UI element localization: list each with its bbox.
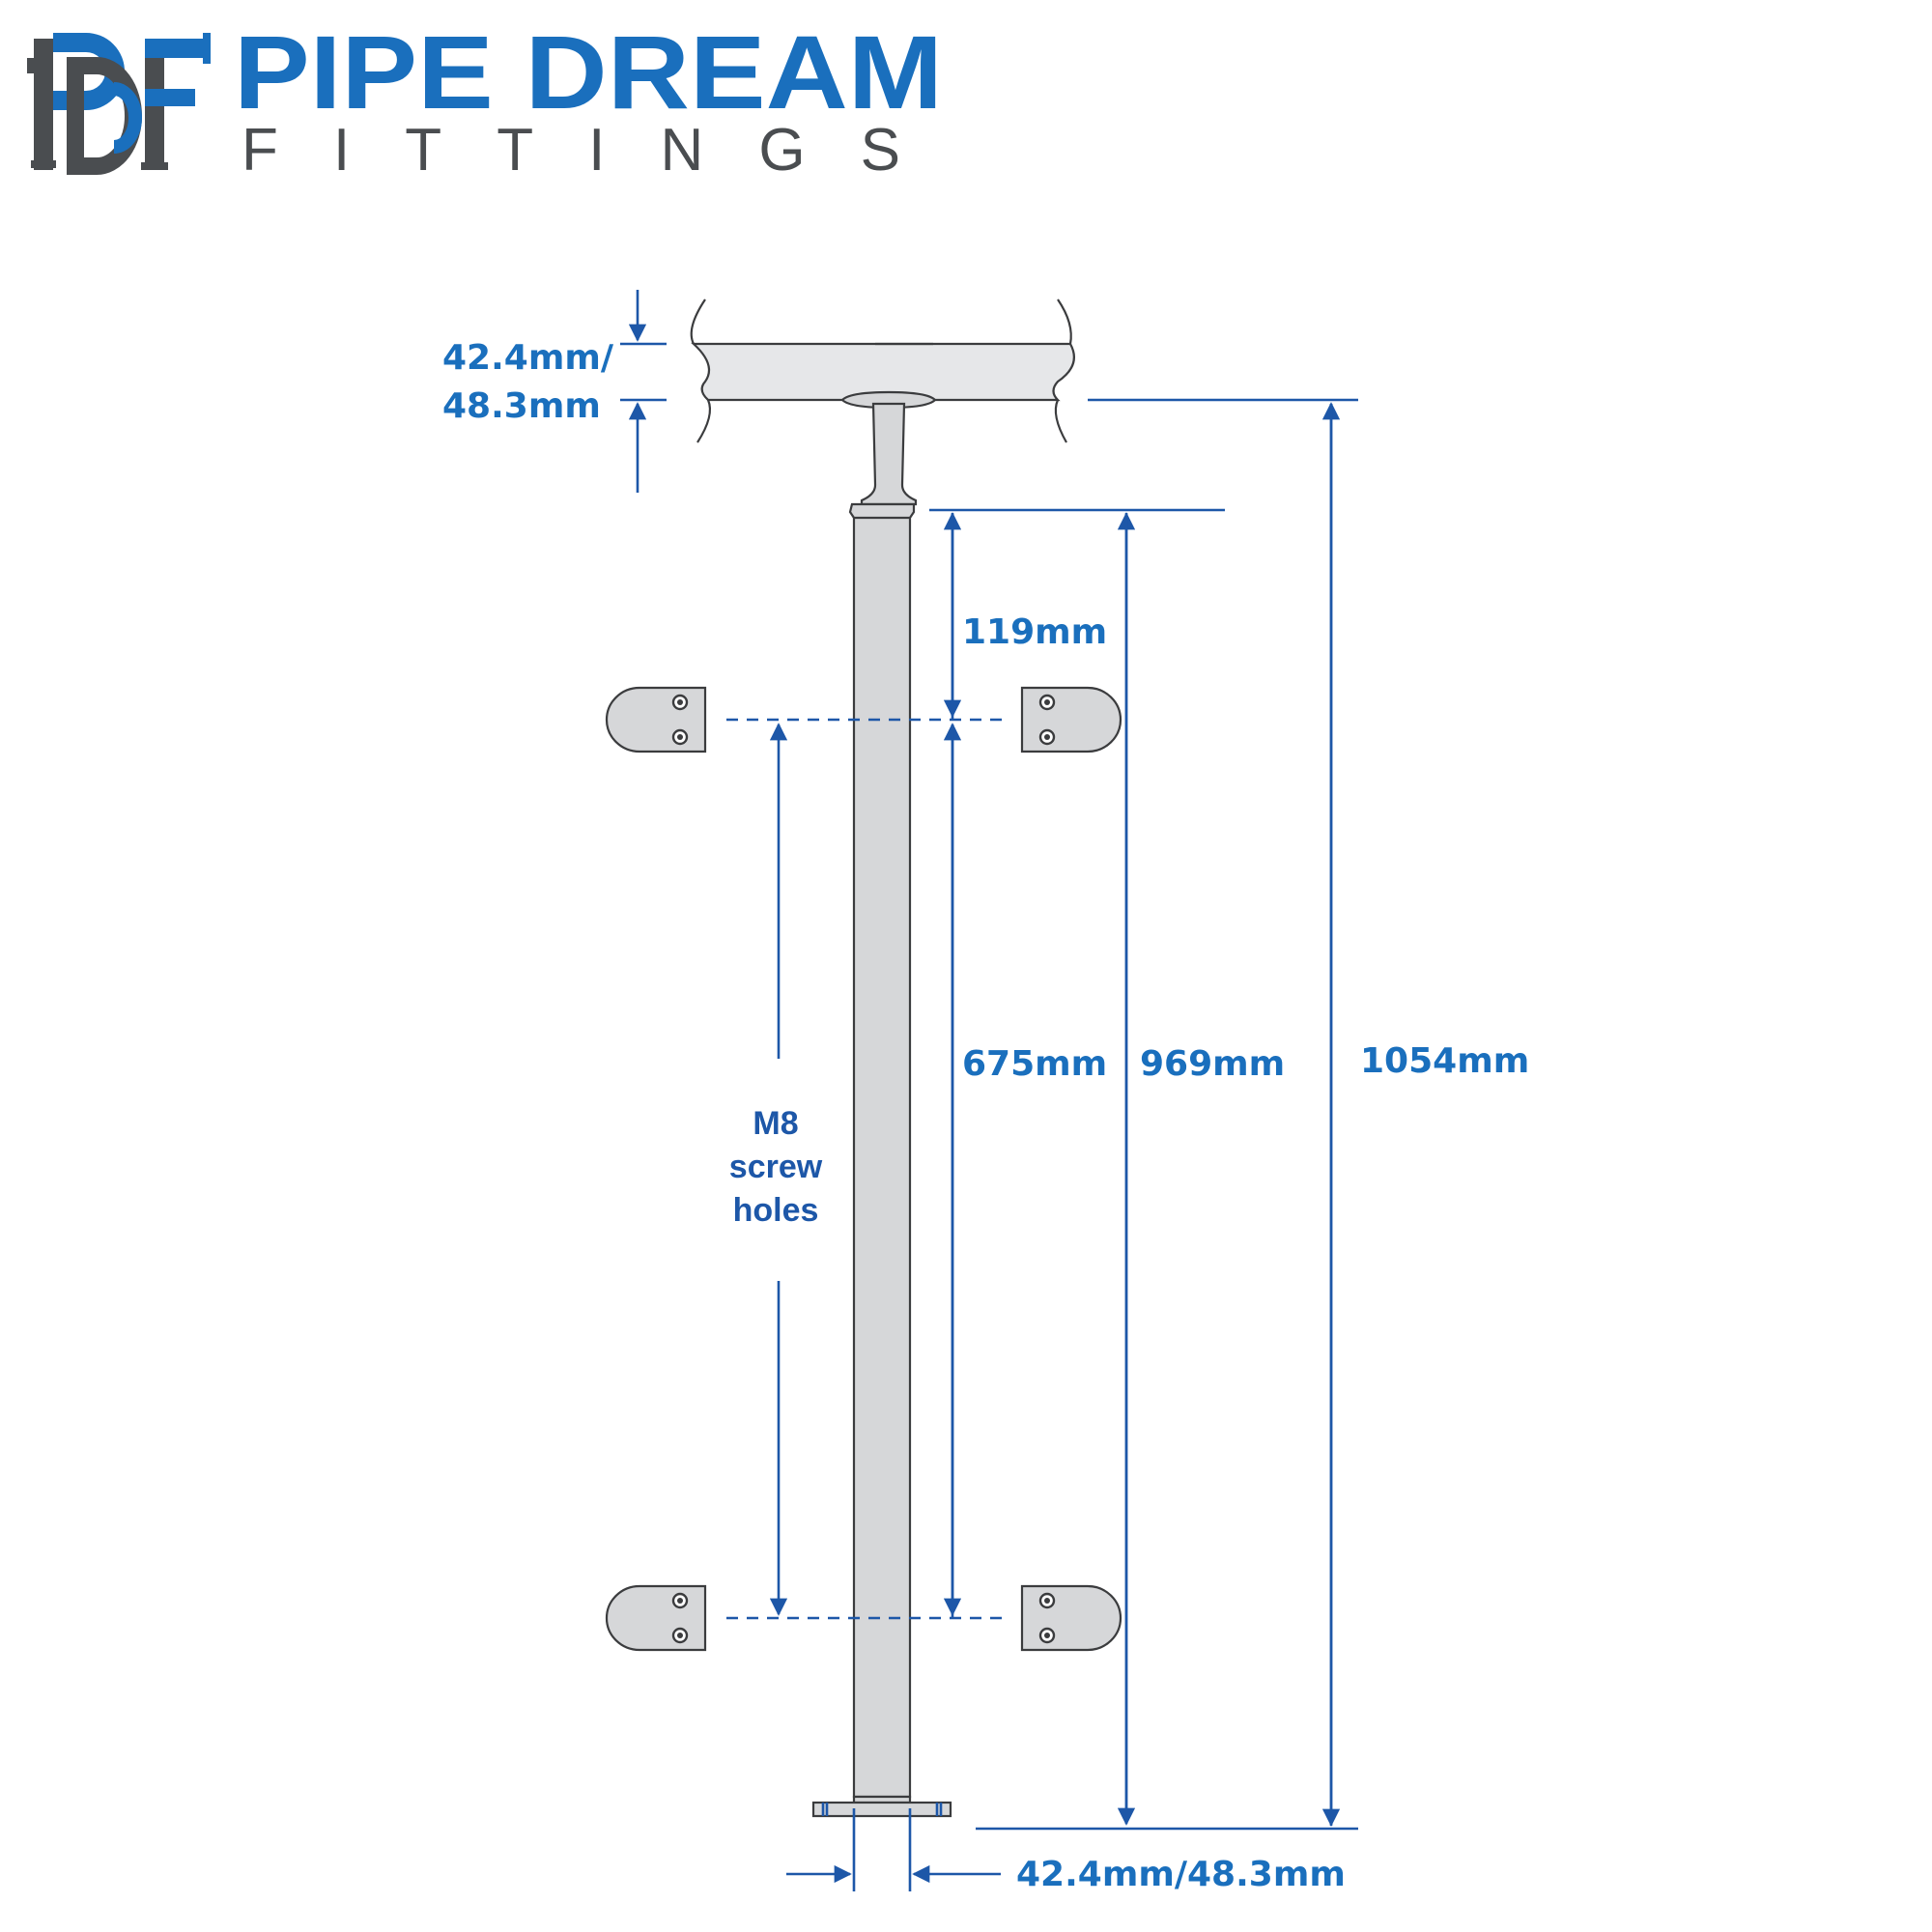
- screw-note-line-1: M8: [753, 1105, 798, 1142]
- post-diameter-label: 42.4mm/48.3mm: [1016, 1855, 1346, 1894]
- dim-rail-diameter: 42.4mm/ 48.3mm: [442, 290, 667, 493]
- rail-diameter-label-2: 48.3mm: [442, 386, 601, 426]
- base-plate: [811, 1795, 952, 1818]
- brand-title: PIPE DREAM: [234, 14, 943, 130]
- dim-screw-holes: M8 screw holes: [729, 723, 823, 1616]
- screw-note-line-2: screw: [729, 1149, 823, 1185]
- dim-overall-height: 1054mm: [976, 398, 1529, 1831]
- glass-clamp-bottom-right: [1020, 1584, 1122, 1652]
- post: [811, 502, 952, 1818]
- glass-clamp-top-right: [1020, 686, 1122, 753]
- brand-logo: PIPE DREAM FITTINGS: [27, 14, 956, 184]
- rail-diameter-label-1: 42.4mm/: [442, 338, 614, 378]
- glass-clamp-top-left: [605, 686, 707, 753]
- dim-post-height: 969mm: [1117, 512, 1285, 1826]
- overall-height-label: 1054mm: [1360, 1041, 1529, 1081]
- screw-note-line-3: holes: [733, 1192, 819, 1229]
- pdf-logo-icon: [27, 33, 211, 175]
- dim-post-diameter: 42.4mm/48.3mm: [786, 1808, 1346, 1894]
- clamp-spacing-label: 675mm: [962, 1044, 1107, 1084]
- handrail: [690, 298, 1075, 443]
- glass-clamp-bottom-left: [605, 1584, 707, 1652]
- top-to-clamp-label: 119mm: [962, 612, 1107, 652]
- saddle-bracket: [840, 390, 937, 506]
- post-height-label: 969mm: [1140, 1044, 1285, 1084]
- brand-subtitle: FITTINGS: [242, 117, 956, 184]
- dim-clamp-spacing: 675mm: [943, 723, 1107, 1618]
- dim-top-to-clamp: 119mm: [929, 508, 1225, 720]
